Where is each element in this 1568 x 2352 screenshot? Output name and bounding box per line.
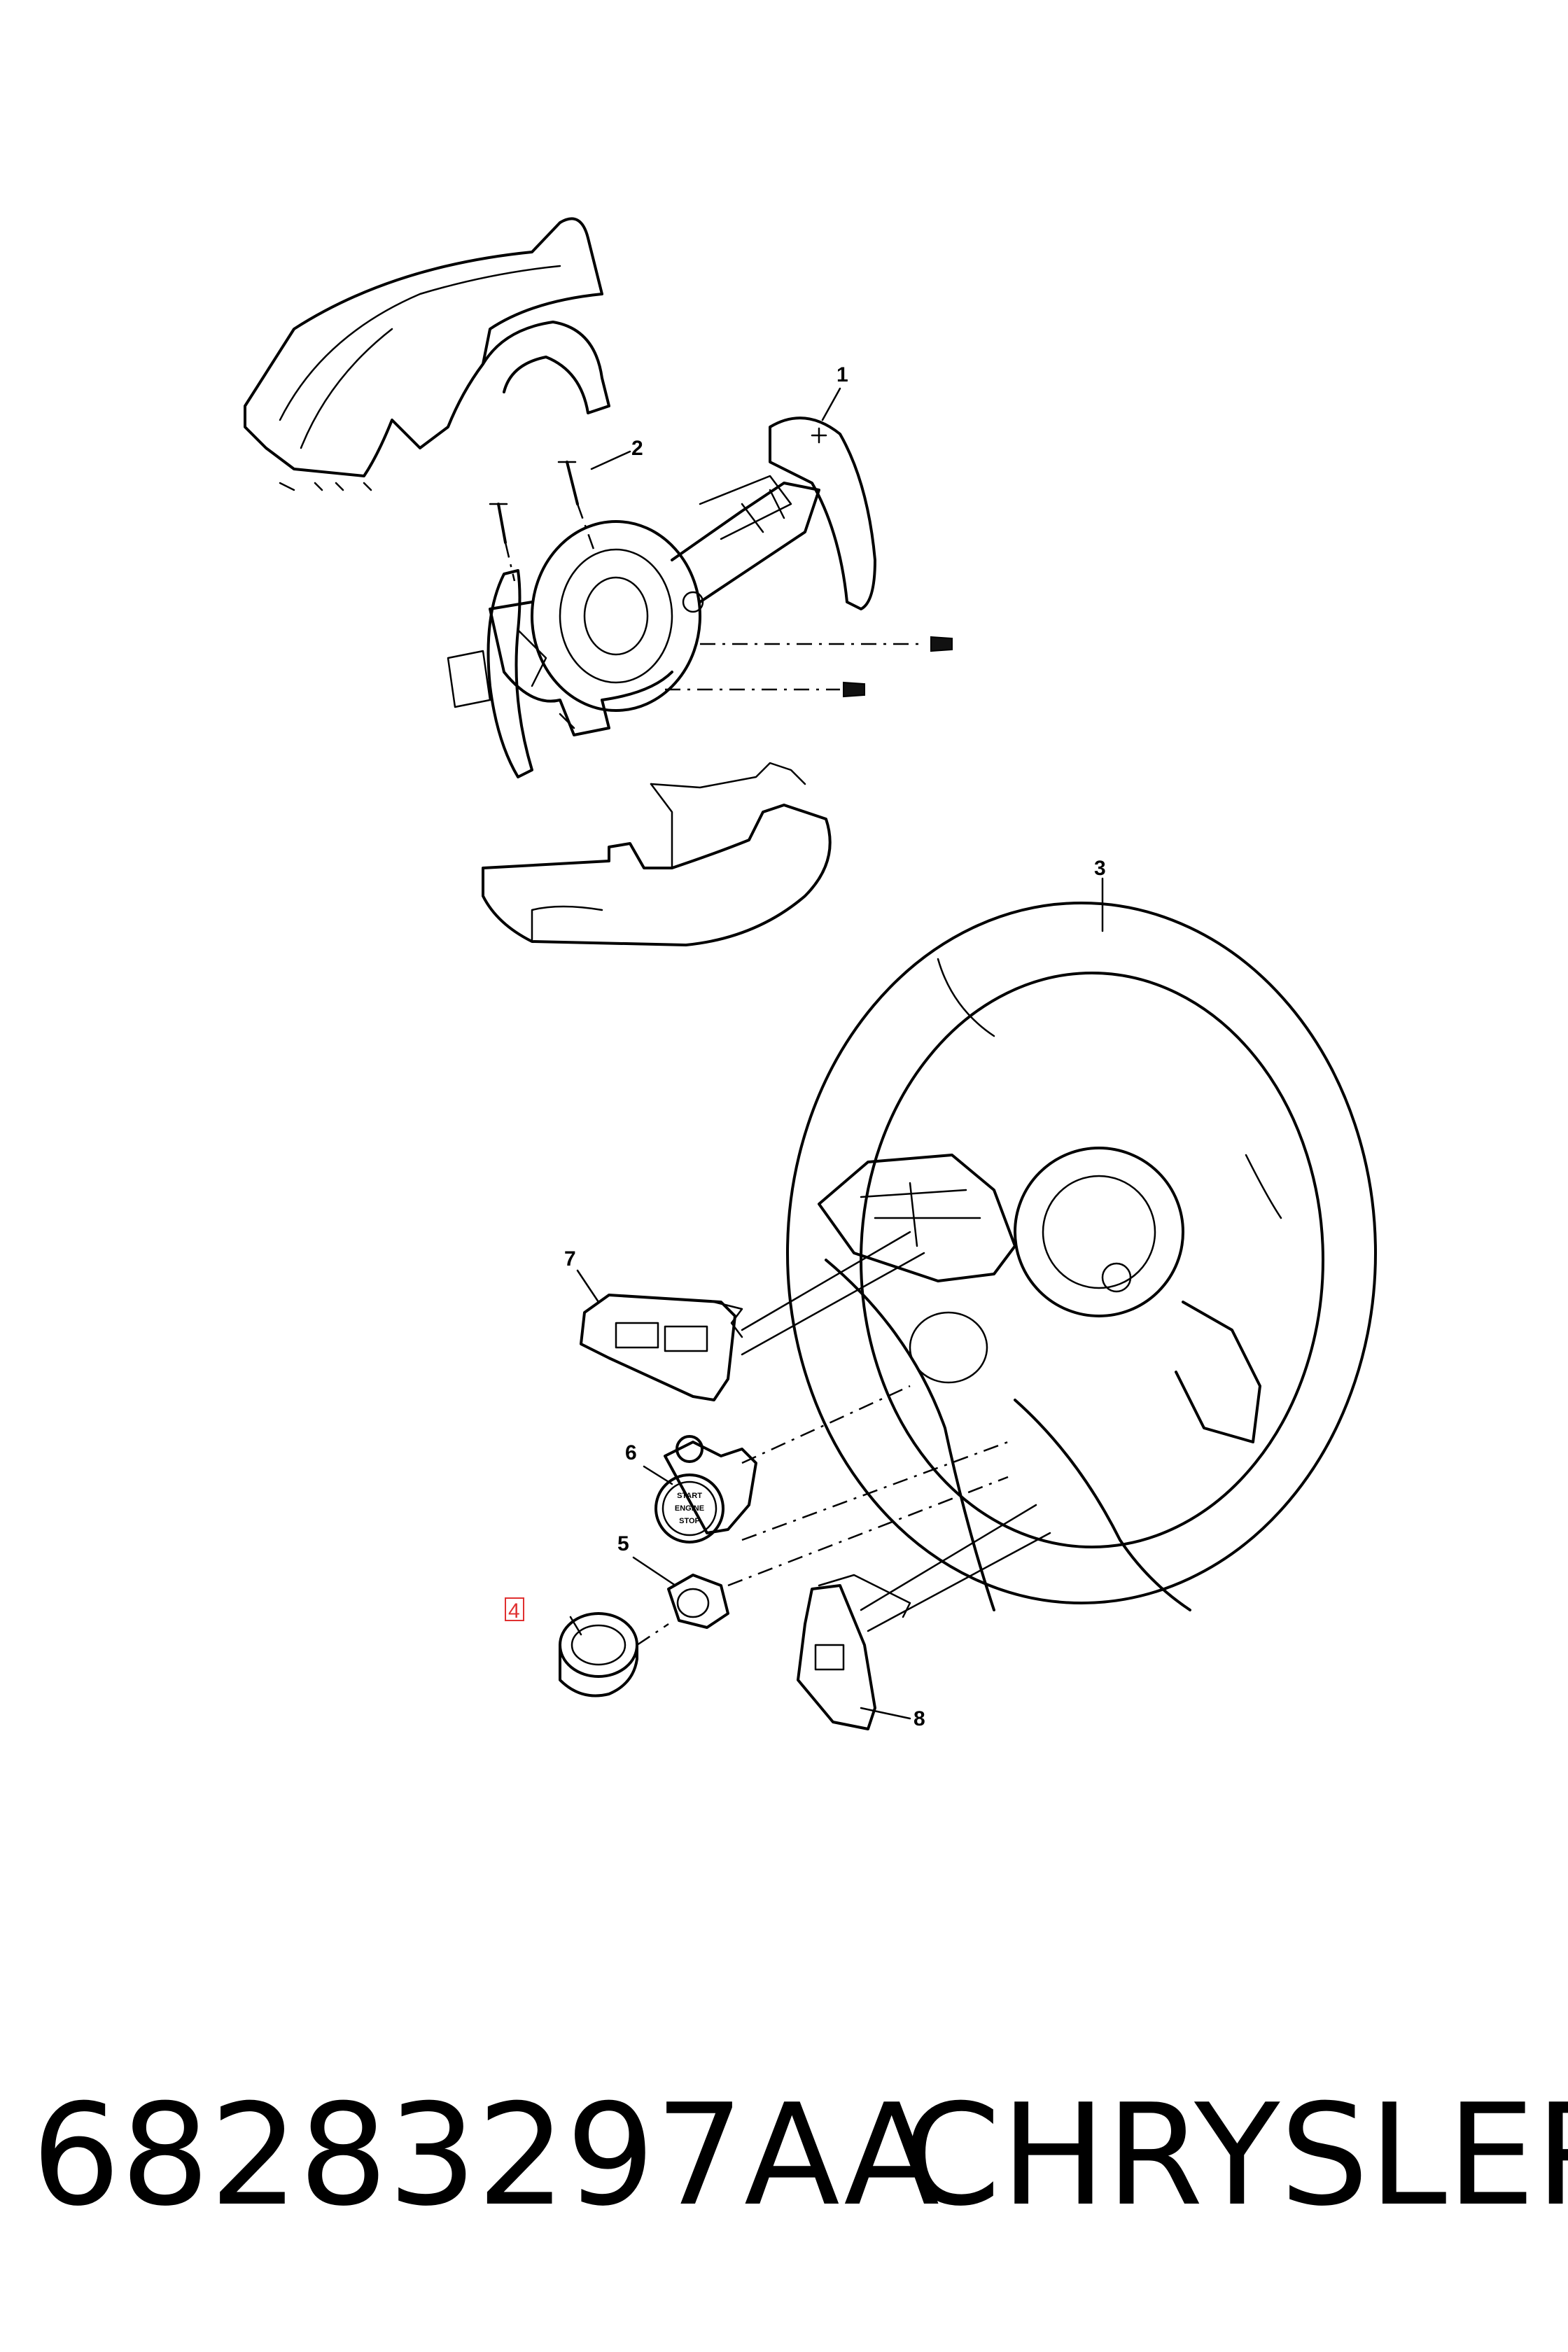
clockspring-assembly (489, 482, 820, 736)
steering-wheel (786, 902, 1377, 1611)
start-button-text-1: START (677, 1492, 702, 1500)
callout-7: 7 (564, 1247, 576, 1270)
upper-column-shroud (244, 217, 610, 491)
screw-pair (489, 461, 596, 582)
callout-3: 3 (1094, 857, 1106, 880)
start-button-text-3: STOP (679, 1517, 700, 1525)
callouts: 1 2 3 4 5 6 7 8 (505, 363, 1106, 1730)
retaining-nut (667, 1476, 1009, 1629)
callout-1: 1 (836, 363, 848, 386)
callout-4-highlight (505, 1597, 524, 1621)
brand-name: CHRYSLER (903, 2074, 1568, 2237)
left-switch-panel (797, 1504, 1051, 1730)
left-paddle-shifter (447, 569, 533, 778)
start-button-text-2: ENGINE (675, 1504, 704, 1513)
callout-4: 4 (508, 1600, 520, 1623)
callout-2: 2 (631, 437, 643, 460)
lower-column-shroud (482, 762, 832, 946)
leader-lines (569, 387, 1104, 1720)
callout-8: 8 (913, 1707, 925, 1730)
start-stop-switch: START ENGINE STOP (654, 1385, 1009, 1544)
callout-5: 5 (617, 1532, 629, 1555)
right-switch-panel (580, 1231, 925, 1401)
part-number: 68283297AA (31, 2074, 940, 2237)
horn-cap (559, 1612, 669, 1698)
callout-6: 6 (625, 1441, 637, 1464)
side-screws (665, 636, 953, 698)
right-paddle-shifter (699, 416, 876, 610)
footer: 68283297AA CHRYSLER (0, 2065, 1568, 2247)
